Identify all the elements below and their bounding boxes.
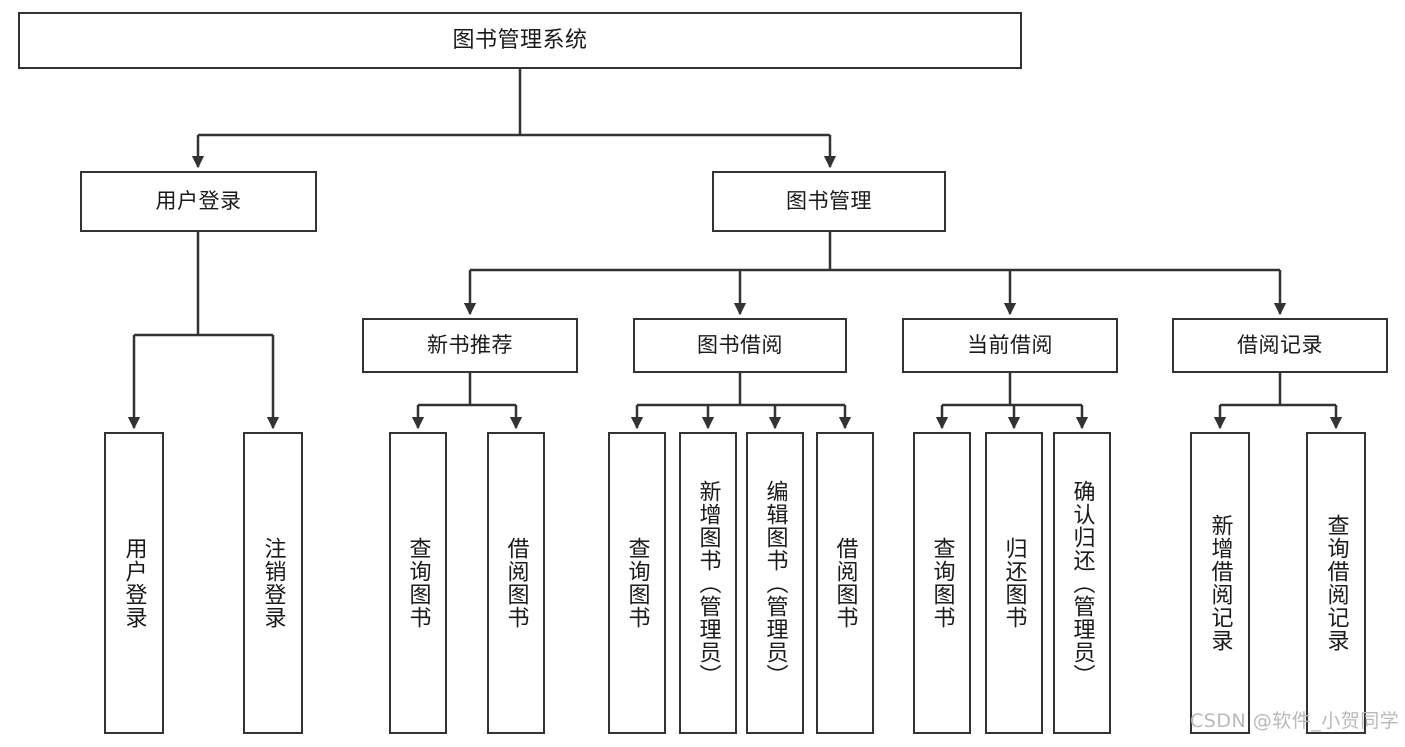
- node-borrow-record[interactable]: 借阅记录: [1172, 318, 1388, 373]
- node-leaf-user-logout-label: 注销登录: [260, 537, 286, 629]
- node-leaf-brw-borrow[interactable]: 借阅图书: [816, 432, 874, 734]
- watermark: CSDN @软件_小贺同学: [1190, 710, 1400, 732]
- node-leaf-rec-search[interactable]: 查询借阅记录: [1306, 432, 1366, 734]
- node-current-borrow-label: 当前借阅: [967, 333, 1053, 358]
- node-borrow-record-label: 借阅记录: [1237, 333, 1323, 358]
- node-leaf-cur-confirm-label: 确认归还（管理员）: [1069, 479, 1095, 687]
- node-leaf-cur-query-label: 查询图书: [929, 537, 955, 629]
- node-leaf-brw-add[interactable]: 新增图书（管理员）: [679, 432, 737, 734]
- node-new-book-rec-label: 新书推荐: [427, 333, 513, 358]
- node-leaf-user-logout[interactable]: 注销登录: [243, 432, 303, 734]
- node-root[interactable]: 图书管理系统: [18, 12, 1022, 69]
- node-leaf-rec-add[interactable]: 新增借阅记录: [1190, 432, 1250, 734]
- node-leaf-rec-borrow[interactable]: 借阅图书: [487, 432, 545, 734]
- node-leaf-brw-query-label: 查询图书: [624, 537, 650, 629]
- node-leaf-cur-return[interactable]: 归还图书: [985, 432, 1043, 734]
- node-leaf-brw-edit[interactable]: 编辑图书（管理员）: [746, 432, 804, 734]
- node-leaf-rec-query[interactable]: 查询图书: [389, 432, 447, 734]
- node-leaf-brw-edit-label: 编辑图书（管理员）: [762, 479, 788, 687]
- node-leaf-brw-borrow-label: 借阅图书: [832, 537, 858, 629]
- node-book-manage[interactable]: 图书管理: [712, 171, 946, 232]
- node-leaf-brw-add-label: 新增图书（管理员）: [695, 479, 721, 687]
- node-current-borrow[interactable]: 当前借阅: [902, 318, 1118, 373]
- node-book-manage-label: 图书管理: [786, 189, 872, 214]
- node-user-login[interactable]: 用户登录: [80, 171, 317, 232]
- node-leaf-rec-query-label: 查询图书: [405, 537, 431, 629]
- node-book-borrow[interactable]: 图书借阅: [633, 318, 847, 373]
- node-leaf-rec-search-label: 查询借阅记录: [1323, 514, 1349, 652]
- node-leaf-rec-borrow-label: 借阅图书: [503, 537, 529, 629]
- node-leaf-rec-add-label: 新增借阅记录: [1207, 514, 1233, 652]
- node-user-login-label: 用户登录: [155, 189, 242, 214]
- node-book-borrow-label: 图书借阅: [697, 333, 783, 358]
- node-leaf-cur-query[interactable]: 查询图书: [913, 432, 971, 734]
- node-new-book-rec[interactable]: 新书推荐: [362, 318, 578, 373]
- node-leaf-brw-query[interactable]: 查询图书: [608, 432, 666, 734]
- node-root-label: 图书管理系统: [452, 27, 588, 53]
- node-leaf-user-login-label: 用户登录: [121, 537, 147, 629]
- node-leaf-cur-return-label: 归还图书: [1001, 537, 1027, 629]
- node-leaf-user-login[interactable]: 用户登录: [104, 432, 164, 734]
- node-leaf-cur-confirm[interactable]: 确认归还（管理员）: [1053, 432, 1111, 734]
